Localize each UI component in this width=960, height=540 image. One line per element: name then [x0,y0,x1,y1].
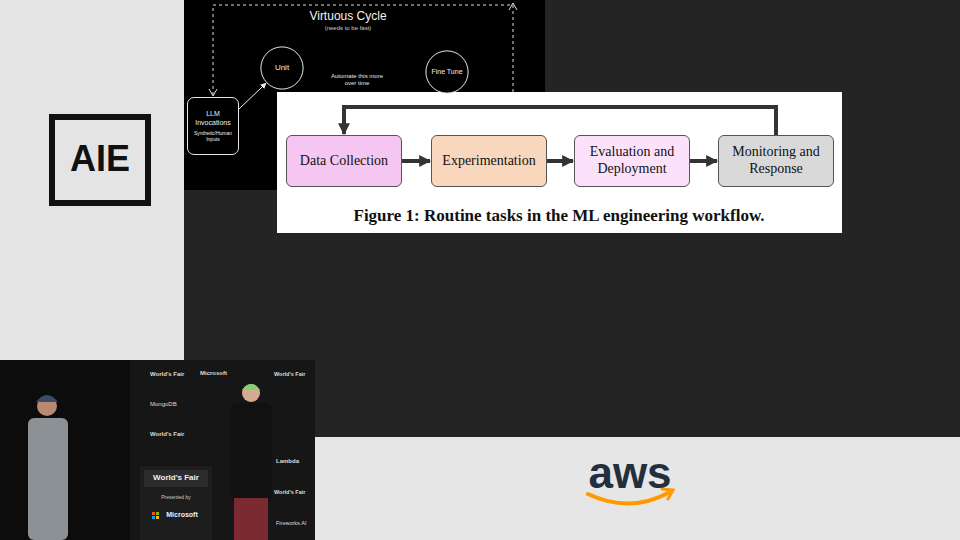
speaker-head [37,396,57,416]
circle-shape [261,47,303,89]
slide-arrow [239,83,266,109]
node-label: Data Collection [300,153,388,170]
speaker-left [28,395,68,540]
dashed-loop [213,5,513,95]
speaker-cap [36,395,58,402]
process-box: Monitoring and Response [718,135,834,187]
flow-arrow [547,159,573,163]
left-panel [0,0,184,360]
node-label: LLM Invocations [194,110,232,127]
slide-note: (needs to be fast) [325,25,372,32]
node-label: Fine Tune [431,68,462,76]
step-circle: Unit [260,46,304,90]
sponsor-logo: aws [588,448,671,499]
stage-backdrop [130,360,315,540]
speaker-legs [234,498,268,540]
circle-shape [426,51,468,93]
backdrop-logo: World's Fair [274,371,305,377]
speaker-right [230,384,272,540]
dashed-line [213,5,513,95]
step-circle: Fine Tune [425,50,469,94]
node-subtext: Synthetic/Human Inputs [194,130,232,142]
podium-text: Presented by [161,495,190,501]
backdrop-logo: World's Fair [274,489,305,495]
speaker-head [242,384,260,402]
figure-caption: Figure 1: Routine tasks in the ML engine… [354,206,765,226]
speaker-hair [242,384,260,390]
figure-panel [277,92,842,233]
conference-logo: AIE [70,138,130,179]
node-label: Unit [275,63,289,73]
process-box: Data Collection [286,135,402,187]
speaker-body [28,418,68,540]
slide-note: Automate this more over time [326,73,388,87]
flow-arrow [402,159,430,163]
backdrop-sponsor: Fireworks.AI [276,520,307,526]
logo-square [152,516,155,519]
node-label: Evaluation and Deployment [581,144,683,178]
flow-arrow [690,159,717,163]
process-box: Experimentation [431,135,547,187]
video-inset [0,360,315,540]
speaker-body [230,403,272,500]
logo-square [156,516,159,519]
backdrop-sponsor: Lambda [276,458,299,465]
slide-title: Virtuous Cycle [309,9,386,23]
podium-plate [144,470,208,487]
logo-square [156,512,159,515]
backdrop-sponsor: Microsoft [200,370,227,377]
process-box: Evaluation and Deployment [574,135,690,187]
podium-logo: World's Fair [153,473,199,482]
backdrop-sponsor: MongoDB [150,401,177,408]
podium-sponsor: Microsoft [166,511,198,519]
dashed-arrowhead [509,3,517,10]
flow-arrow [344,107,776,135]
microsoft-mark [152,512,159,519]
node-label: Monitoring and Response [725,144,827,178]
logo-frame [52,117,148,203]
podium [140,466,212,540]
logo-square [152,512,155,515]
backdrop-logo: World's Fair [150,371,184,378]
input-box: LLM InvocationsSynthetic/Human Inputs [187,97,239,155]
backdrop-logo: World's Fair [150,431,184,438]
dashed-arrowhead [209,89,217,96]
node-label: Experimentation [442,153,535,170]
